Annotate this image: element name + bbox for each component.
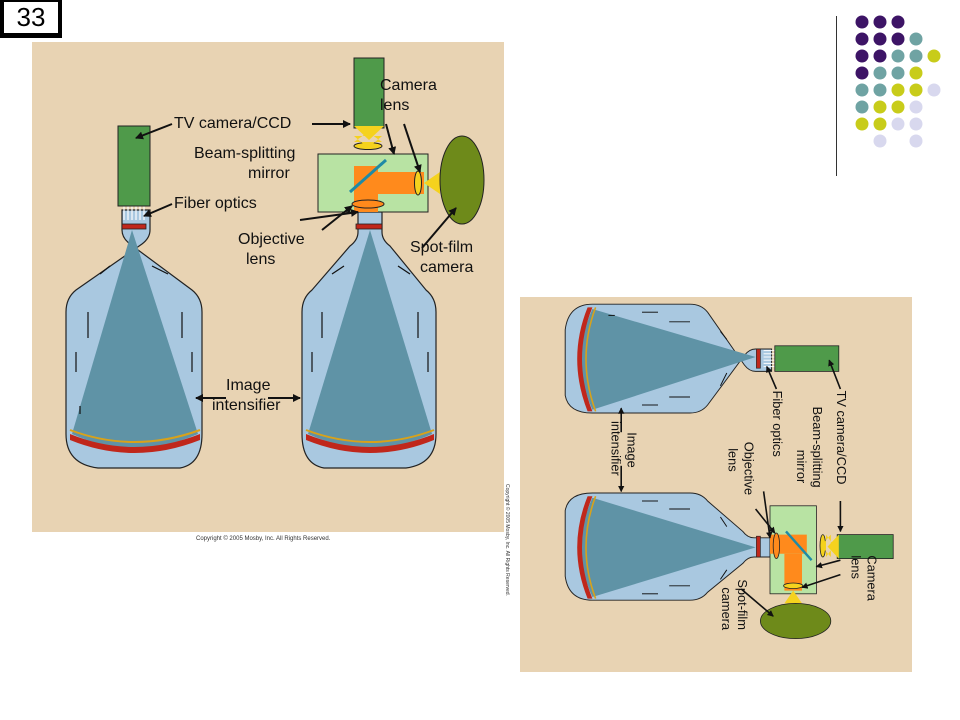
spot-film-camera-rotated — [759, 603, 832, 640]
label-beam-mirror-2-rotated: mirror — [794, 450, 809, 484]
label-objective-1: Objective — [238, 231, 305, 248]
decor-dot — [927, 49, 941, 63]
figure-rotated: TV camera/CCD Fiber optics Camera lens B… — [520, 297, 912, 672]
objective-lens — [351, 199, 385, 209]
label-tv-camera-rotated: TV camera/CCD — [834, 391, 849, 485]
slide-number-box: 33 — [0, 0, 62, 38]
decor-dot — [909, 66, 923, 80]
fluoroscopy-diagram-upright: TV camera/CCD Fiber optics Camera lens B… — [65, 57, 485, 469]
decor-dot — [891, 15, 905, 29]
decor-dot — [873, 15, 887, 29]
image-intensifier-left-rotated — [564, 303, 840, 414]
camera-lens-side-rotated — [783, 582, 804, 590]
label-image-1-rotated: Image — [625, 432, 640, 468]
decor-dot — [909, 32, 923, 46]
label-objective-1-rotated: Objective — [741, 442, 756, 495]
label-fiber-optics: Fiber optics — [174, 195, 257, 212]
decor-dot — [891, 100, 905, 114]
fluoroscopy-diagram-rotated: TV camera/CCD Fiber optics Camera lens B… — [564, 303, 894, 640]
label-image-2-rotated: intensifier — [609, 421, 624, 477]
copyright-caption: Copyright © 2005 Mosby, Inc. All Rights … — [196, 536, 331, 542]
image-intensifier-right-rotated — [564, 492, 894, 640]
decor-dot — [927, 83, 941, 97]
label-image-1: Image — [226, 377, 271, 394]
label-beam-mirror-1-rotated: Beam-splitting — [810, 407, 825, 488]
camera-lens-side — [414, 170, 422, 196]
decor-dot — [873, 32, 887, 46]
decor-dot — [873, 134, 887, 148]
copyright-caption-vertical: Copyright © 2005 Mosby, Inc. All Rights … — [504, 484, 510, 596]
image-intensifier-left — [65, 125, 203, 469]
decor-dot — [891, 66, 905, 80]
label-beam-mirror-1: Beam-splitting — [194, 145, 295, 162]
label-image-2: intensifier — [212, 397, 281, 414]
label-camera-lens-2: lens — [380, 97, 409, 114]
decor-dot — [873, 117, 887, 131]
decor-dot — [855, 100, 869, 114]
decor-dot — [909, 100, 923, 114]
beam-splitting-mirror-rotated — [785, 530, 813, 561]
decor-dot — [909, 83, 923, 97]
decor-dot — [909, 117, 923, 131]
decor-dot — [909, 49, 923, 63]
tv-camera-ccd — [117, 125, 151, 207]
decor-dot — [909, 134, 923, 148]
decor-dot-grid — [855, 15, 941, 148]
decor-dot — [873, 83, 887, 97]
decor-dot — [855, 66, 869, 80]
decor-dot — [855, 32, 869, 46]
label-spot-film-1: Spot-film — [410, 239, 473, 256]
decor-dot — [891, 32, 905, 46]
decor-dot — [873, 66, 887, 80]
decor-dot — [891, 49, 905, 63]
label-fiber-optics-rotated: Fiber optics — [770, 391, 785, 457]
decor-divider-line — [836, 16, 837, 176]
label-spot-film-1-rotated: Spot-film — [735, 579, 750, 630]
label-spot-film-2-rotated: camera — [719, 587, 734, 631]
decor-dot — [855, 49, 869, 63]
decor-dot — [855, 15, 869, 29]
slide-number: 33 — [4, 2, 58, 33]
label-beam-mirror-2: mirror — [248, 165, 290, 182]
label-camera-lens-2-rotated: lens — [849, 555, 864, 578]
decor-dot — [873, 49, 887, 63]
label-objective-2-rotated: lens — [725, 448, 740, 471]
decor-dot — [891, 83, 905, 97]
beam-splitting-mirror — [349, 158, 387, 194]
tv-camera-ccd-rotated — [774, 345, 840, 372]
label-camera-lens-1-rotated: Camera — [865, 555, 880, 601]
label-spot-film-2: camera — [420, 259, 473, 276]
tv-camera-ccd-right — [353, 57, 385, 129]
label-tv-camera: TV camera/CCD — [174, 115, 291, 132]
figure-upright: TV camera/CCD Fiber optics Camera lens B… — [32, 42, 504, 532]
objective-lens-rotated — [772, 532, 780, 560]
decor-dot — [891, 117, 905, 131]
decor-dot — [855, 117, 869, 131]
decor-dot — [855, 83, 869, 97]
label-camera-lens-1: Camera — [380, 77, 437, 94]
beam-side — [378, 172, 424, 194]
image-intensifier-right — [301, 57, 485, 469]
spot-film-camera — [439, 135, 485, 225]
label-objective-2: lens — [246, 251, 275, 268]
beam-side-rotated — [784, 553, 802, 591]
decor-dot — [873, 100, 887, 114]
